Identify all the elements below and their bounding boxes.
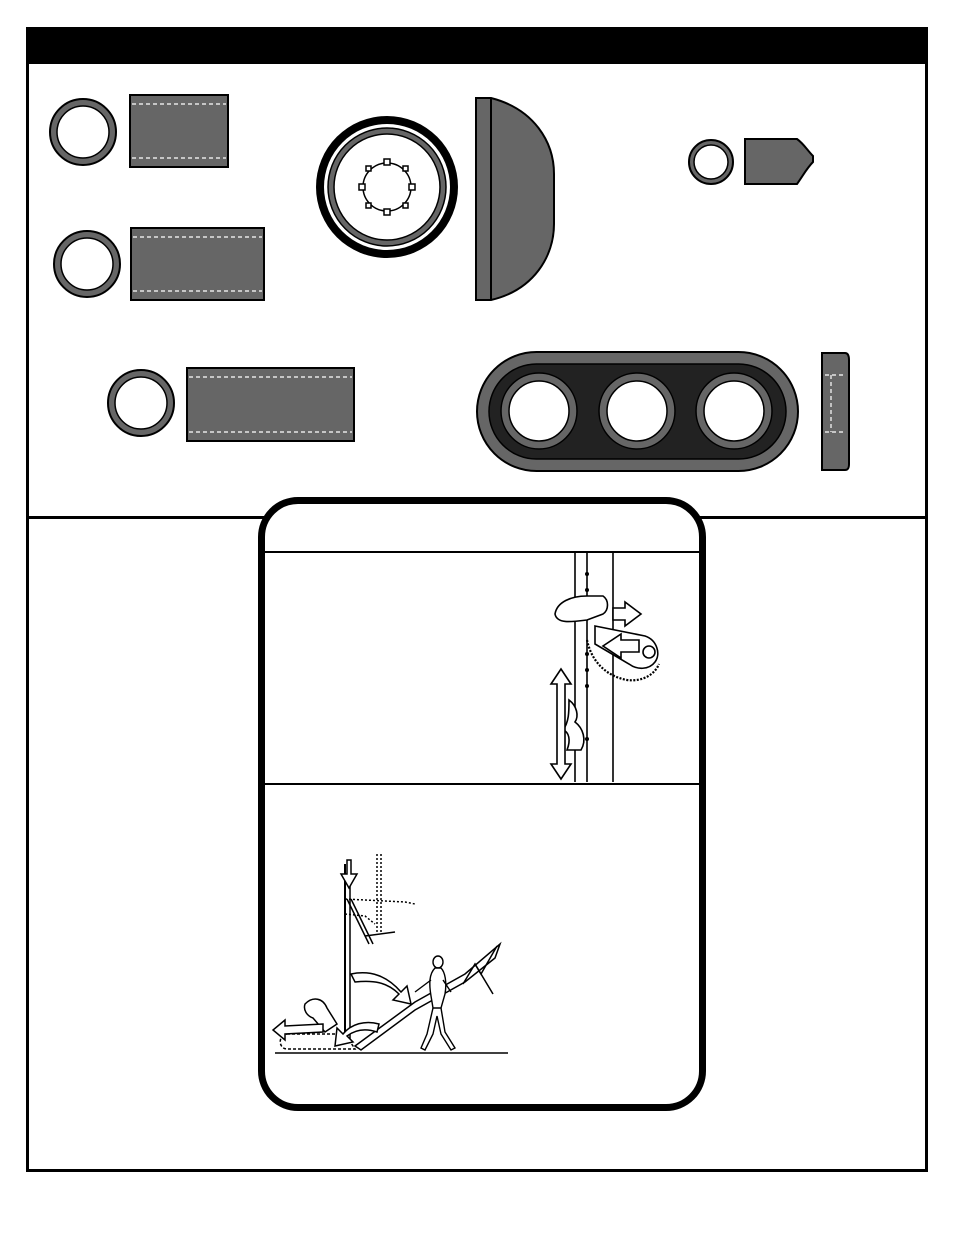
- washer-spacer-medium-icon: [54, 228, 264, 300]
- instruction-drawings: [265, 504, 699, 1104]
- small-end-cap-icon: [689, 139, 813, 184]
- header-bar: [29, 30, 925, 64]
- three-hole-bracket-icon: [477, 352, 849, 471]
- washer-spacer-long-icon: [108, 368, 354, 441]
- page-frame: [26, 27, 928, 1172]
- round-knob-cap-icon: [316, 98, 554, 300]
- instruction-card: [258, 497, 706, 1111]
- parts-panel: [29, 64, 925, 519]
- parts-drawing: [29, 64, 925, 516]
- height-adjust-handle-icon: [551, 553, 659, 782]
- washer-spacer-short-icon: [50, 95, 228, 167]
- fold-down-system-icon: [273, 854, 508, 1053]
